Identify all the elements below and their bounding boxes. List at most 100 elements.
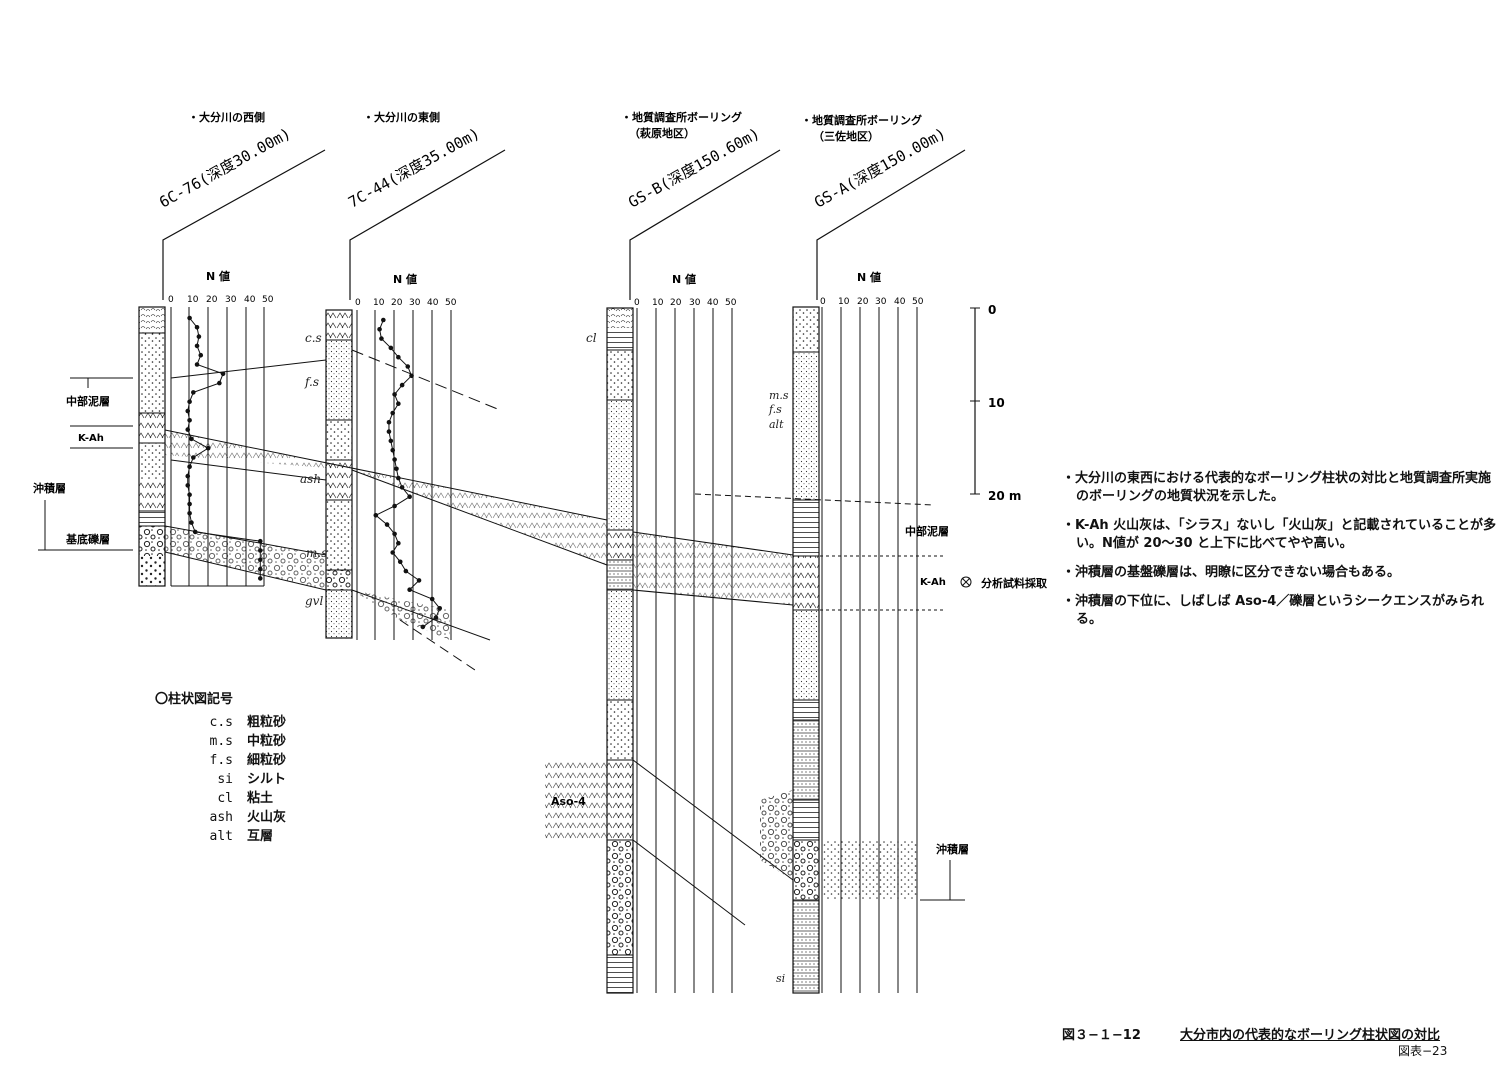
n-value-point [386,429,392,434]
n-value-point [194,343,200,349]
layer-label-aso4: Aso-4 [551,795,586,808]
note-2: ・K-Ah 火山灰は、「シラス」ないし「火山灰」と記載されていることが多い。N値… [1062,518,1497,551]
n-value-point [196,334,202,339]
n-value-point [217,380,222,386]
lithology-column [138,306,166,587]
note-4: ・沖積層の下位に、しばしば Aso-4／礫層というシークエンスがみられる。 [1062,594,1485,627]
note-1: ・大分川の東西における代表的なボーリング柱状の対比と地質調査所実施のボーリングの… [1062,471,1492,504]
lithology-column [325,309,353,639]
n-value-point [392,457,397,462]
n-value-point [388,345,394,351]
n-value-point [396,354,401,360]
annotation-gsa-ms: m.s [769,389,789,402]
svg-text:40: 40 [427,298,439,308]
svg-text:40: 40 [894,297,906,307]
n-value-point [399,382,405,388]
layer-label-chuseki: 沖積層 [33,481,66,495]
sample-label: 分析試料採取 [981,576,1047,590]
svg-text:20: 20 [670,298,682,308]
n-value-point [429,596,435,602]
svg-text:10: 10 [187,295,199,305]
borehole-header: ・地質調査所ボーリング [801,113,922,127]
scale-label-10: 10 [988,396,1005,410]
n-value-point [379,336,384,341]
n-value-point [187,511,192,516]
n-value-point [384,522,390,527]
borehole-subheader: （萩原地区） [629,126,695,140]
n-axis-ticks: 0 10 20 30 40 50 [820,297,924,307]
svg-text:0: 0 [820,297,826,307]
scale-label-0: 0 [988,303,996,317]
svg-text:20: 20 [391,298,403,308]
svg-text:30: 30 [689,298,701,308]
borehole-6c76: ・大分川の西側 6C-76(深度30.00m) N 値 0 10 20 30 4… [138,110,326,587]
n-value-point [390,447,396,453]
n-value-point [373,513,379,518]
layer-label-kitei-rekisou: 基底礫層 [65,532,110,546]
n-value-point [185,473,191,479]
svg-text:30: 30 [875,297,887,307]
borehole-gsa: ・地質調査所ボーリング （三佐地区） GS-A(深度150.00m) N 値 0… [792,113,966,994]
annotation-gsa-fs: f.s [768,403,782,416]
svg-text:20: 20 [857,297,869,307]
explanatory-notes: ・大分川の東西における代表的なボーリング柱状の対比と地質調査所実施のボーリングの… [1062,470,1502,640]
n-value-point [397,559,403,565]
svg-text:0: 0 [168,295,174,305]
n-value-point [194,362,200,367]
n-value-label: N 値 [393,272,417,286]
n-value-point [381,317,386,323]
annotation-ash: ash [300,472,321,486]
svg-text:40: 40 [244,295,256,305]
n-value-point [194,325,200,330]
n-value-point [396,540,401,546]
n-value-point [392,503,397,509]
n-value-label: N 値 [206,269,230,283]
n-value-point [187,399,192,405]
svg-text:10: 10 [838,297,850,307]
ash-correlation-band [165,430,607,565]
n-value-point [257,538,263,544]
layer-label-chubu-deisou: 中部泥層 [66,394,110,408]
borehole-header: ・地質調査所ボーリング [621,110,742,124]
n-value-point [390,410,396,416]
ash-correlation-band [633,532,793,605]
n-value-point [405,364,411,369]
borehole-header: ・大分川の東側 [363,110,440,124]
n-value-label: N 値 [672,272,696,286]
annotation-ms: m.s [306,546,327,560]
annotation-cs: c.s [305,331,322,345]
svg-text:10: 10 [652,298,664,308]
gravel-correlation-band [352,590,450,640]
layer-label-k-ah-right: K-Ah [920,577,946,588]
borehole-subheader: （三佐地区） [813,129,879,143]
svg-text:50: 50 [912,297,924,307]
svg-text:50: 50 [262,295,274,305]
n-value-point [407,494,412,500]
n-value-point [388,438,394,444]
n-value-point [386,420,392,425]
svg-text:20: 20 [206,295,218,305]
lithology-column [792,306,820,994]
borehole-header: ・大分川の西側 [188,110,265,124]
sample-marker-icon [960,576,972,588]
annotation-gsa-alt: alt [769,418,784,431]
n-value-point [403,568,409,574]
svg-text:50: 50 [445,298,457,308]
n-value-line [374,319,441,628]
n-value-plot-7c44 [373,317,443,630]
n-value-point [187,315,192,321]
n-value-point [392,531,397,537]
scale-label-20: 20 m [988,489,1021,503]
n-value-point [257,576,263,581]
layer-label-chubu-deisou-right: 中部泥層 [905,524,949,538]
svg-text:0: 0 [355,298,361,308]
n-value-point [390,550,396,555]
layer-annotations-left: 中部泥層 K-Ah 沖積層 基底礫層 [33,377,133,551]
n-value-point [377,327,382,332]
